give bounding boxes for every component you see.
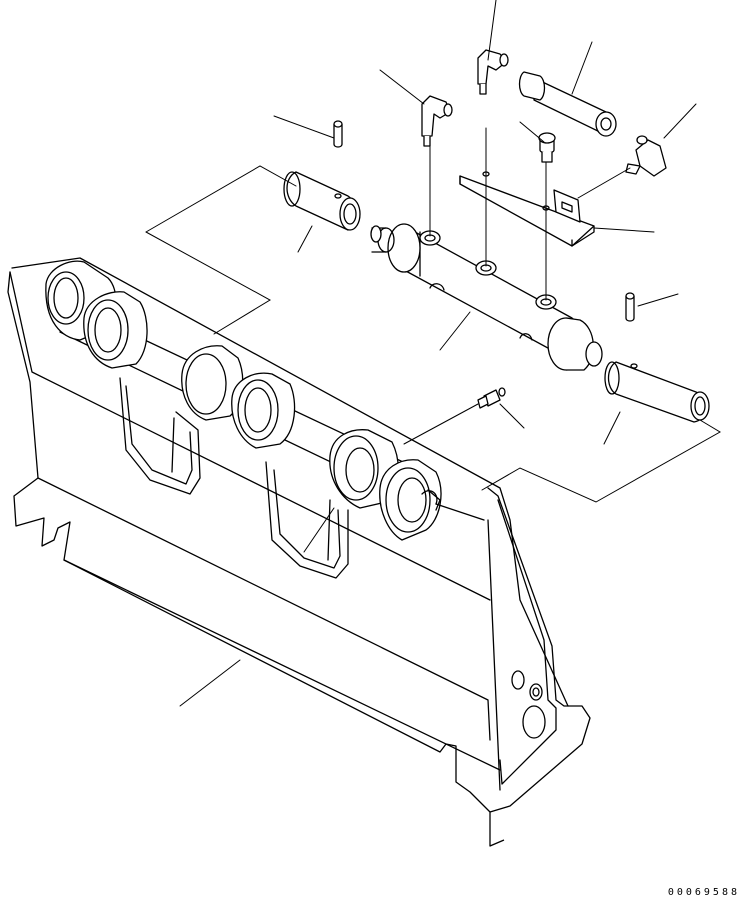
elbow-fitting-top — [477, 49, 509, 95]
elbow-fitting-right — [625, 135, 667, 177]
grease-nipple — [477, 387, 506, 409]
left-sleeve — [283, 171, 361, 231]
hinge-cylinder-assembly — [370, 223, 603, 371]
elbow-fitting-middle — [421, 95, 453, 147]
right-sleeve — [604, 361, 710, 423]
pin-left — [333, 120, 343, 148]
callout-lines — [145, 0, 721, 707]
bolt — [518, 71, 617, 137]
frame-hinge-bosses — [45, 260, 485, 579]
small-bolt — [538, 132, 556, 163]
mounting-plate — [459, 171, 595, 247]
main-frame — [7, 257, 591, 847]
drawing-id-code: 00069588 — [667, 887, 740, 898]
pin-right — [625, 292, 635, 322]
